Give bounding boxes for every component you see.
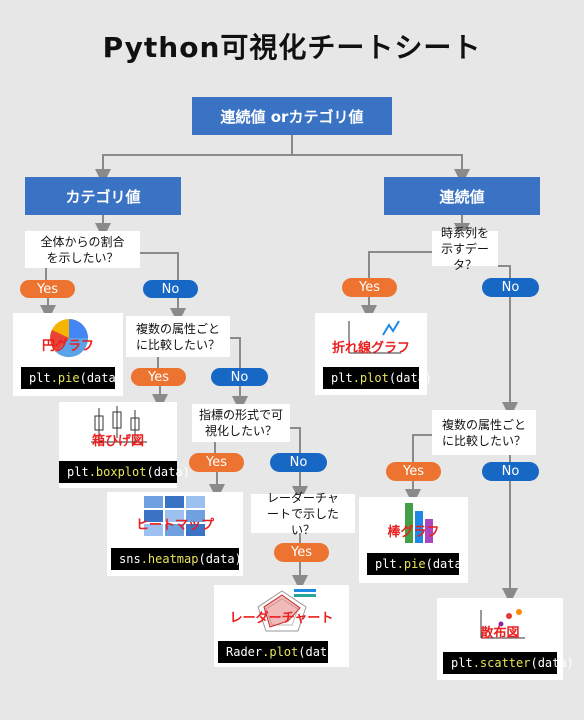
question-radar: レーダーチャートで示したい？ (251, 491, 355, 537)
boxplot-code: plt.boxplot(data) (59, 461, 190, 483)
question-timeseries: 時系列を示すデータ？ (432, 226, 498, 272)
question-whole-ratio: 全体からの割合を示したい？ (25, 231, 140, 268)
heatmap-label: ヒートマップ (135, 518, 214, 533)
question-attr-compare-2: 複数の属性ごとに比較したい？ (432, 410, 536, 455)
card-radar: レーダーチャート Rader.plot(data) (214, 585, 349, 667)
pie-label: 円グラフ (41, 339, 94, 354)
card-line-chart: 折れ線グラフ plt.plot(data) (315, 313, 432, 395)
card-boxplot: 箱ひげ図 plt.boxplot(data) (59, 402, 190, 488)
continuous-node: 連続値 (384, 177, 540, 215)
no-pill-index: No (270, 453, 327, 472)
line-chart-icon (348, 320, 401, 354)
no-pill-attr: No (211, 368, 268, 386)
scatter-icon (480, 609, 525, 639)
page-title: Python可視化チートシート (102, 31, 482, 64)
radar-label: レーダーチャート (229, 611, 334, 626)
scatter-label: 散布図 (480, 626, 520, 641)
question-index-format: 指標の形式で可視化したい？ (192, 404, 290, 442)
no-pill-attr2: No (482, 462, 539, 481)
line-chart-code: plt.plot(data) (323, 367, 432, 389)
card-pie-chart: 円グラフ plt.pie(data) (13, 313, 123, 396)
bar-chart-label: 棒グラフ (387, 525, 440, 540)
radar-icon (257, 590, 307, 632)
boxplot-icon (91, 406, 147, 443)
category-node: カテゴリ値 (25, 177, 181, 215)
heatmap-code: sns.heatmap(data) (111, 548, 242, 570)
card-heatmap: ヒートマップ sns.heatmap(data) (107, 492, 243, 576)
no-pill-time: No (482, 278, 539, 297)
yes-pill-index: Yes (189, 453, 244, 472)
radar-legend-bar-1 (294, 589, 316, 592)
boxplot-label: 箱ひげ図 (91, 434, 144, 449)
root-node: 連続値 orカテゴリ値 (192, 97, 392, 135)
bar-chart-icon (405, 503, 433, 543)
pie-chart-icon (50, 319, 89, 358)
card-bar-chart: 棒グラフ plt.pie(data) (359, 497, 469, 583)
radar-legend-bar-2 (294, 594, 316, 597)
heatmap-icon (143, 495, 207, 538)
yes-pill-attr: Yes (131, 368, 186, 386)
line-chart-label: 折れ線グラフ (331, 341, 410, 356)
yes-pill-radar: Yes (274, 543, 329, 562)
no-pill-whole: No (143, 280, 198, 298)
pie-code: plt.pie(data) (21, 367, 123, 389)
yes-pill-whole: Yes (20, 280, 75, 298)
card-scatter: 散布図 plt.scatter(data) (437, 598, 574, 680)
question-attr-compare: 複数の属性ごとに比較したい？ (126, 316, 230, 357)
radar-code: Rader.plot(data) (218, 641, 342, 663)
yes-pill-time: Yes (342, 278, 397, 297)
yes-pill-attr2: Yes (386, 462, 441, 481)
bar-chart-code: plt.pie(data) (367, 553, 469, 575)
scatter-code: plt.scatter(data) (443, 652, 574, 674)
